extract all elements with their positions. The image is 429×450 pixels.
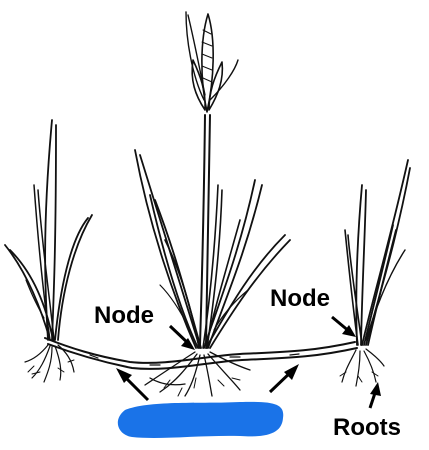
stolon-arrow-left <box>116 368 150 402</box>
roots-label: Roots <box>333 414 401 441</box>
blue-blob <box>117 401 284 438</box>
right-roots <box>339 348 385 387</box>
node-label-left: Node <box>94 302 154 329</box>
left-plant <box>4 119 93 341</box>
right-plant <box>344 159 411 346</box>
roots-arrow <box>368 382 381 409</box>
center-roots <box>144 351 251 397</box>
left-roots <box>24 344 75 383</box>
center-plant <box>134 11 291 349</box>
node-right-arrow <box>331 315 356 337</box>
stolon-arrow-right <box>268 364 299 394</box>
node-left-arrow <box>168 324 195 350</box>
node-label-right: Node <box>270 285 330 312</box>
stolon-stem <box>44 337 358 370</box>
